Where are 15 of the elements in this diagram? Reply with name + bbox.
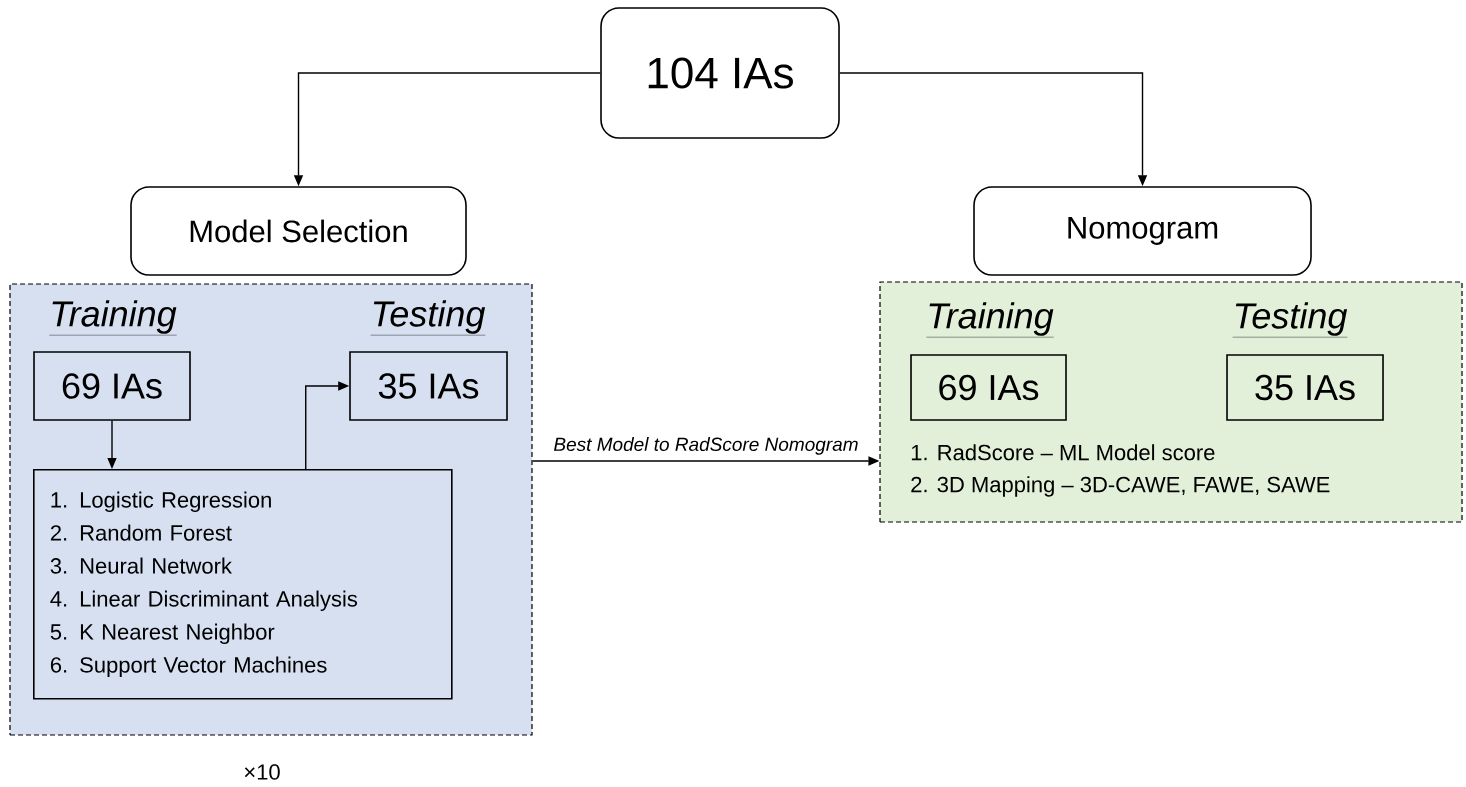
top-box: 104 IAs <box>600 7 840 139</box>
count-box: 69 IAs <box>33 351 191 421</box>
score-list: 1. RadScore – ML Model score 2. 3D Mapping – 3D-CAWE, FAWE, SAWE <box>911 444 1330 497</box>
section-heading: Training <box>926 302 1054 338</box>
rounded-box: Nomogram <box>973 186 1312 276</box>
section-heading: Testing <box>1232 302 1348 338</box>
section-heading: Testing <box>370 300 486 336</box>
count-box: 35 IAs <box>349 351 508 421</box>
repeat-label: ×10 <box>244 764 280 780</box>
count-box: 69 IAs <box>910 354 1067 421</box>
edge-label: Best Model to RadScore Nomogram <box>554 437 858 455</box>
method-list-box: 1. Logistic Regression 2. Random Forest 3. Neural Network 4. Linear Discriminant Analysis 5. K Nearest Neighbor 6. Support Vector Machines <box>33 469 453 700</box>
section-heading: Training <box>49 300 177 336</box>
rounded-box: Model Selection <box>130 186 467 276</box>
count-box: 35 IAs <box>1226 354 1384 421</box>
